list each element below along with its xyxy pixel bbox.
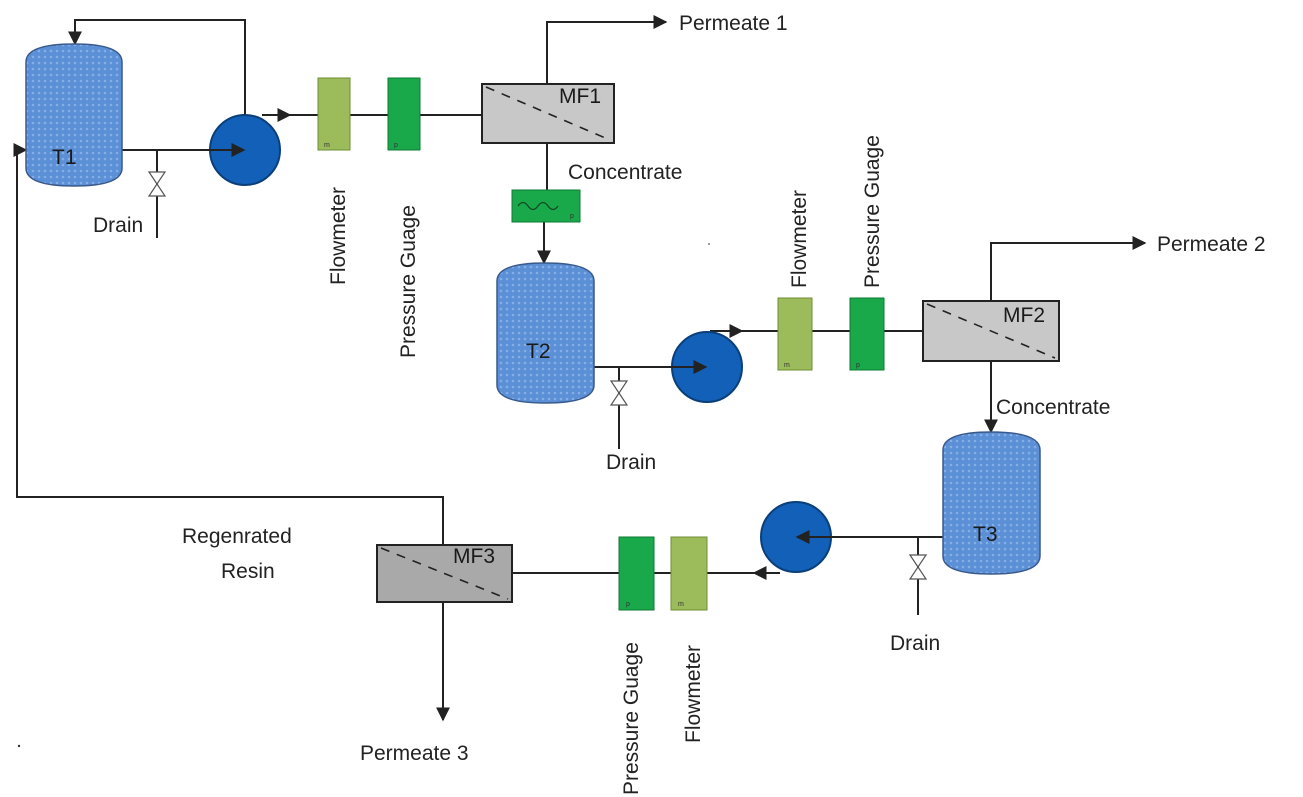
flowmeter-2-icon — [777, 297, 813, 371]
flowmeter-3-icon — [670, 536, 708, 611]
heat-exchanger-mark: p — [570, 213, 574, 220]
flowmeter-2-label: Flowmeter — [788, 190, 811, 288]
t1-recycle-line — [68, 19, 246, 115]
flowmeter-2: m — [777, 297, 813, 371]
heat-exchanger-coil-icon — [517, 201, 559, 211]
flowmeter-1-label: Flowmeter — [327, 187, 350, 285]
pressure-gauge-3: p — [618, 536, 655, 611]
tank-t2-body — [496, 262, 595, 404]
pressure-gauge-1-mark: p — [394, 142, 398, 149]
flowmeter-1: m — [317, 77, 351, 151]
flowmeter-1-mark: m — [324, 142, 330, 149]
mf1-label: MF1 — [559, 85, 601, 108]
stray-dot-1 — [708, 243, 710, 245]
tank-t2: T2 — [496, 262, 595, 404]
pressure-gauge-2: p — [849, 297, 885, 371]
pressure-gauge-2-label: Pressure Guage — [861, 135, 884, 288]
concentrate-label-2: Concentrate — [996, 396, 1110, 419]
tank-t1-body — [25, 43, 123, 187]
mf2-label: MF2 — [1003, 304, 1045, 327]
tank-t3-label: T3 — [973, 523, 998, 546]
flowmeter-3: m — [670, 536, 708, 611]
drain-valve-3-icon — [908, 554, 928, 580]
drain-valve-1-icon — [147, 171, 167, 197]
membrane-mf3: MF3 — [376, 544, 513, 603]
regenerated-resin-line — [13, 143, 444, 545]
pressure-gauge-3-icon — [618, 536, 655, 611]
drain-label-2: Drain — [606, 451, 656, 474]
pressure-gauge-1: p — [387, 77, 421, 151]
membrane-mf2: MF2 — [922, 300, 1060, 362]
pressure-gauge-1-icon — [387, 77, 421, 151]
tank-t1: T1 — [25, 43, 123, 187]
drain-label-3: Drain — [890, 632, 940, 655]
pressure-gauge-3-label: Pressure Guage — [620, 642, 643, 795]
tank-t3: T3 — [942, 431, 1041, 575]
flowmeter-2-mark: m — [784, 362, 790, 369]
stray-dot-2 — [17, 744, 21, 748]
pressure-gauge-3-mark: p — [626, 601, 630, 608]
permeate2-line — [990, 236, 1147, 301]
concentrate-heat-exchanger: p — [511, 189, 581, 223]
regenerated-resin-label-2: Resin — [221, 560, 275, 583]
pressure-gauge-1-label: Pressure Guage — [397, 205, 420, 358]
mf2-membrane-icon — [926, 303, 1056, 359]
flowmeter-3-label: Flowmeter — [682, 645, 705, 743]
membrane-mf1: MF1 — [481, 83, 615, 144]
heat-exchanger-icon — [511, 189, 581, 223]
pressure-gauge-2-icon — [849, 297, 885, 371]
mf3-membrane-icon — [380, 547, 509, 600]
permeate3-label: Permeate 3 — [360, 742, 469, 765]
permeate1-label: Permeate 1 — [679, 12, 788, 35]
mf3-label: MF3 — [453, 545, 495, 568]
mf1-membrane-icon — [485, 86, 611, 141]
tank-t1-label: T1 — [52, 146, 77, 169]
tank-t3-body — [942, 431, 1041, 575]
tank-t2-label: T2 — [526, 340, 551, 363]
permeate2-label: Permeate 2 — [1157, 233, 1266, 256]
concentrate-label-1: Concentrate — [568, 161, 682, 184]
permeate1-line — [546, 15, 668, 84]
drain-label-1: Drain — [93, 214, 143, 237]
regenerated-resin-label-1: Regenrated — [182, 525, 292, 548]
pressure-gauge-2-mark: p — [856, 362, 860, 369]
flowmeter-1-icon — [317, 77, 351, 151]
drain-valve-2-icon — [609, 380, 629, 406]
flowmeter-3-mark: m — [678, 601, 684, 608]
